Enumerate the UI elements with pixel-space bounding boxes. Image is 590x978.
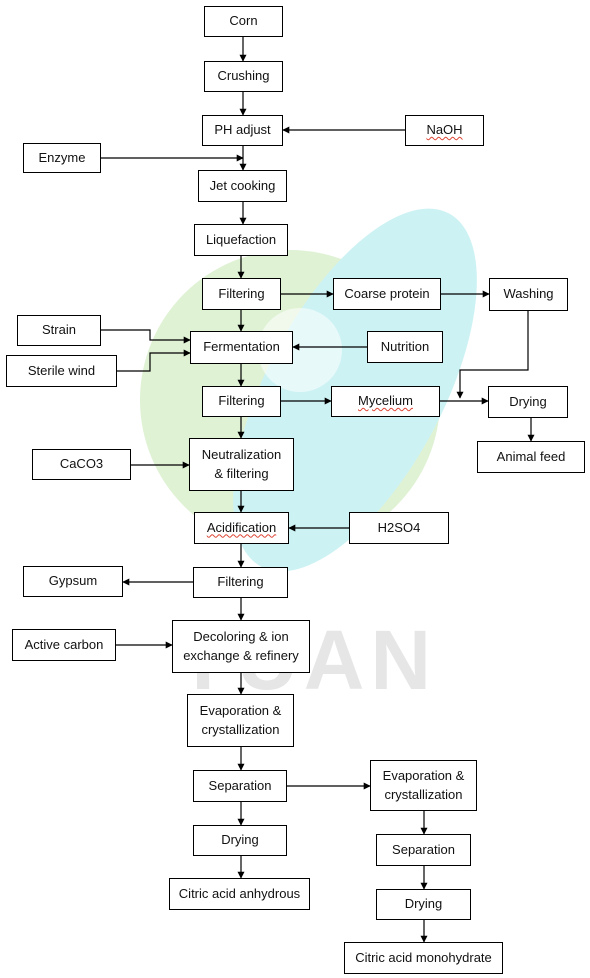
node-coarse-protein-label: Coarse protein (344, 285, 430, 301)
node-ph-adjust-label: PH adjust (214, 122, 271, 138)
node-jet-cooking: Jet cooking (198, 170, 287, 202)
node-drying-mono: Drying (376, 889, 471, 920)
node-active-carbon-label: Active carbon (24, 636, 104, 652)
node-strain-label: Strain (42, 322, 76, 338)
node-acidification: Acidification (194, 512, 289, 544)
node-crushing-label: Crushing (217, 68, 270, 84)
node-h2so4: H2SO4 (349, 512, 449, 544)
node-evaporation-2-line1: Evaporation & (382, 767, 465, 783)
node-drying-mono-label: Drying (404, 896, 443, 912)
watermark-inner-circle (258, 308, 342, 392)
node-active-carbon: Active carbon (12, 629, 116, 661)
arrow-washing-drying (456, 311, 529, 399)
node-filtering-1-label: Filtering (218, 285, 265, 301)
node-h2so4-label: H2SO4 (377, 519, 421, 535)
node-caco3-label: CaCO3 (59, 456, 104, 472)
node-decoloring-line1: Decoloring & ion (193, 628, 289, 644)
node-evaporation-1-line2: crystallization (201, 721, 280, 737)
node-jet-cooking-label: Jet cooking (209, 177, 276, 193)
node-washing: Washing (489, 278, 568, 311)
node-neutralization-line1: Neutralization (201, 446, 282, 462)
node-nutrition-label: Nutrition (380, 338, 430, 354)
node-crushing: Crushing (204, 61, 283, 92)
node-filtering-3: Filtering (193, 567, 288, 598)
node-mycelium-label: Mycelium (358, 393, 413, 409)
node-naoh-label: NaOH (426, 122, 463, 138)
node-corn: Corn (204, 6, 283, 37)
node-neutralization: Neutralization & filtering (189, 438, 294, 491)
node-animal-feed: Animal feed (477, 441, 585, 473)
node-separation-1-label: Separation (208, 777, 272, 793)
node-citric-anhydrous-label: Citric acid anhydrous (178, 885, 301, 901)
node-washing-label: Washing (503, 286, 554, 302)
node-fermentation: Fermentation (190, 331, 293, 364)
node-strain: Strain (17, 315, 101, 346)
node-caco3: CaCO3 (32, 449, 131, 480)
node-drying-feed-label: Drying (509, 393, 547, 409)
node-evaporation-2: Evaporation & crystallization (370, 760, 477, 811)
node-animal-feed-label: Animal feed (496, 448, 566, 464)
node-filtering-1: Filtering (202, 278, 281, 310)
node-neutralization-line2: & filtering (214, 465, 269, 481)
node-nutrition: Nutrition (367, 331, 443, 363)
node-mycelium: Mycelium (331, 386, 440, 417)
arrow-strain-fermentation (101, 329, 191, 344)
node-acidification-label: Acidification (206, 519, 277, 535)
node-liquefaction-label: Liquefaction (205, 231, 277, 247)
node-gypsum: Gypsum (23, 566, 123, 597)
node-sterile-wind-label: Sterile wind (27, 362, 96, 378)
node-drying-anhydrous-label: Drying (221, 832, 259, 848)
node-filtering-2-label: Filtering (218, 393, 265, 409)
node-separation-1: Separation (193, 770, 287, 802)
arrow-sterile-fermentation (117, 349, 191, 372)
node-citric-monohydrate: Citric acid monohydrate (344, 942, 503, 974)
node-drying-anhydrous: Drying (193, 825, 287, 856)
node-evaporation-2-line2: crystallization (384, 786, 463, 802)
node-separation-2-label: Separation (392, 841, 455, 857)
node-fermentation-label: Fermentation (203, 339, 280, 355)
node-separation-2: Separation (376, 834, 471, 866)
node-enzyme: Enzyme (23, 143, 101, 173)
node-liquefaction: Liquefaction (194, 224, 288, 256)
node-gypsum-label: Gypsum (48, 573, 98, 589)
node-ph-adjust: PH adjust (202, 115, 283, 146)
node-enzyme-label: Enzyme (38, 149, 86, 165)
node-citric-anhydrous: Citric acid anhydrous (169, 878, 310, 910)
node-decoloring-line2: exchange & refinery (183, 647, 299, 663)
node-coarse-protein: Coarse protein (333, 278, 441, 310)
node-corn-label: Corn (229, 13, 258, 29)
node-evaporation-1: Evaporation & crystallization (187, 694, 294, 747)
node-decoloring: Decoloring & ion exchange & refinery (172, 620, 310, 673)
node-sterile-wind: Sterile wind (6, 355, 117, 387)
node-filtering-3-label: Filtering (217, 574, 264, 590)
node-citric-monohydrate-label: Citric acid monohydrate (355, 949, 492, 965)
node-filtering-2: Filtering (202, 386, 281, 417)
node-evaporation-1-line1: Evaporation & (199, 702, 282, 718)
node-drying-feed: Drying (488, 386, 568, 418)
node-naoh: NaOH (405, 115, 484, 146)
